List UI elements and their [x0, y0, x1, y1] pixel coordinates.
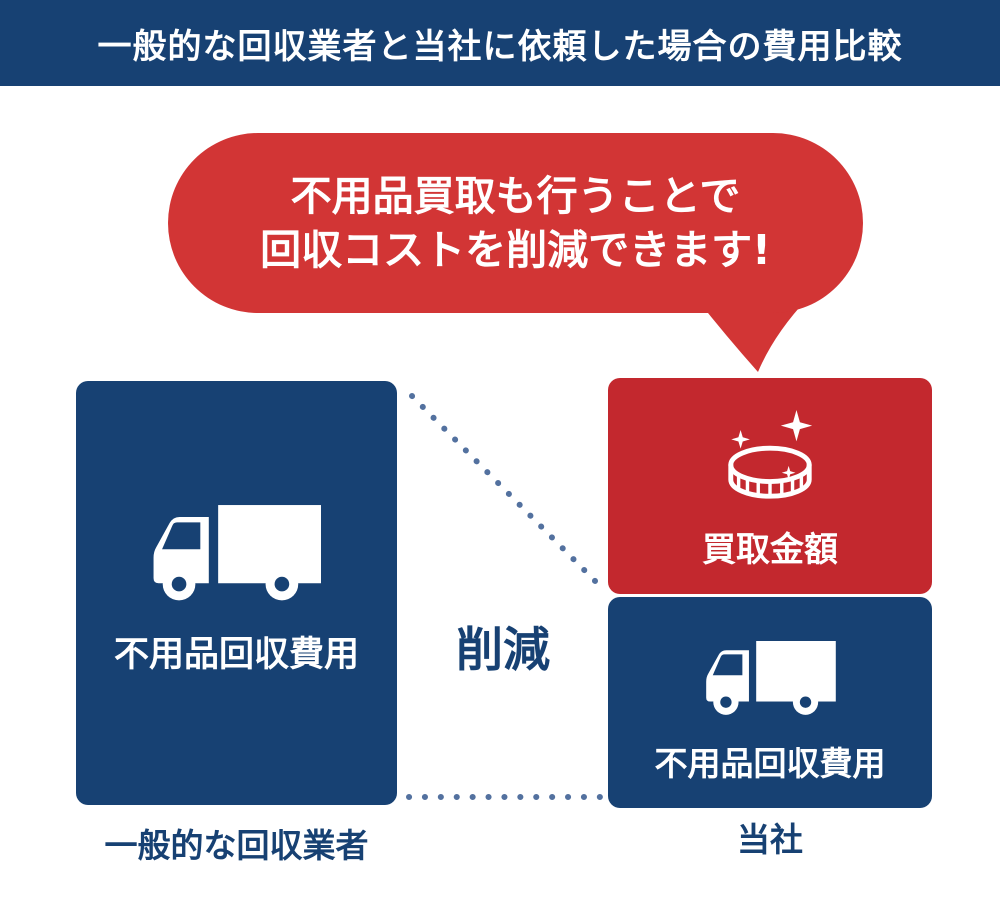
our-company-cost-box: 不用品回収費用	[608, 597, 932, 808]
truck-icon	[153, 505, 321, 601]
header-bar: 一般的な回収業者と当社に依頼した場合の費用比較	[0, 0, 1000, 86]
caption-our-company: 当社	[737, 820, 803, 859]
speech-bubble-line2: 回収コストを削減できます!	[260, 226, 771, 274]
truck-icon	[706, 641, 836, 715]
speech-bubble: 不用品買取も行うことで 回収コストを削減できます!	[168, 133, 863, 313]
caption-general-company: 一般的な回収業者	[104, 826, 369, 865]
page-title: 一般的な回収業者と当社に依頼した場合の費用比較	[97, 26, 903, 67]
coin-sparkle-icon	[728, 409, 813, 499]
buyback-amount-box: 買取金額	[608, 378, 932, 594]
buyback-box-label: 買取金額	[702, 530, 838, 570]
general-company-cost-box: 不用品回収費用	[76, 381, 397, 805]
left-box-label: 不用品回収費用	[113, 635, 359, 675]
right-box-label: 不用品回収費用	[654, 744, 886, 783]
diagonal-dotted-line	[409, 393, 605, 591]
reduction-label: 削減	[456, 623, 550, 678]
speech-bubble-tail-icon	[696, 298, 808, 372]
speech-bubble-line1: 不用品買取も行うことで	[290, 172, 741, 220]
